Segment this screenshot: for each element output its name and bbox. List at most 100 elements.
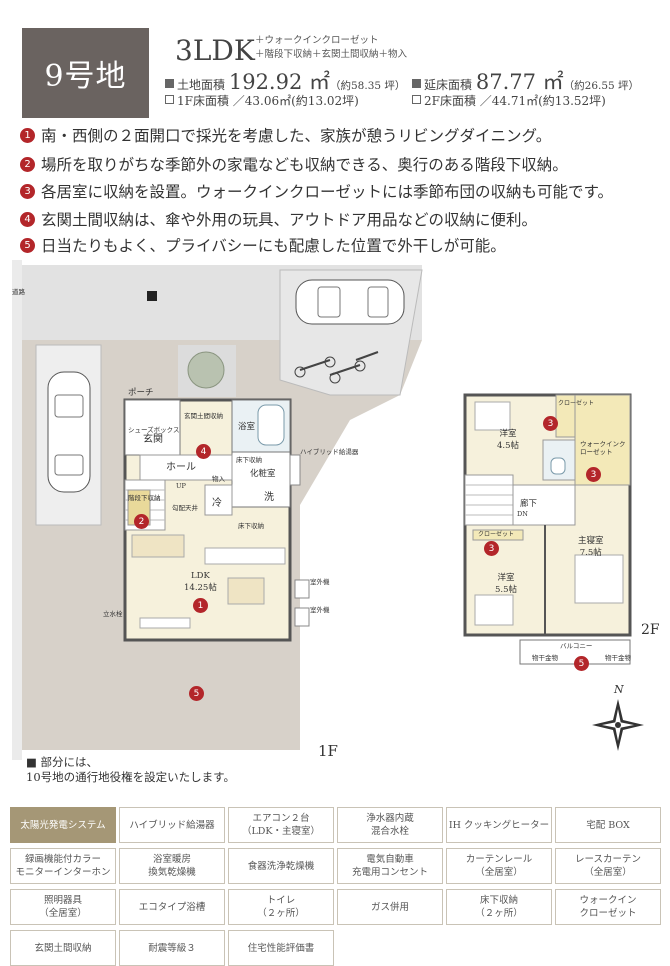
feature-cell: レースカーテン （全居室）	[555, 848, 661, 884]
faucet-label: 立水栓	[103, 610, 123, 618]
feature-cell: 耐震等級３	[119, 930, 225, 966]
marker-2: 2	[134, 514, 149, 529]
feature-cell: 電気自動車 充電用コンセント	[337, 848, 443, 884]
outdoor-unit-icon	[294, 579, 310, 599]
bed-icon	[574, 554, 624, 604]
car-left-icon	[47, 371, 91, 493]
kitchen-counter	[204, 547, 286, 565]
water-heater-icon	[289, 454, 301, 486]
entrance-storage-label: 玄関土間収納	[184, 412, 223, 420]
floor1-label: 1F	[318, 742, 338, 760]
shoes-box-label: シューズボックス	[128, 426, 179, 434]
feature-cell: 玄関土間収納	[10, 930, 116, 966]
feature-cell: 浄水器内蔵 混合水栓	[337, 807, 443, 843]
washroom-label: 化粧室	[250, 469, 276, 479]
feature-cell: ウォークイン クローゼット	[555, 889, 661, 925]
stairs-2f	[464, 474, 514, 526]
balcony-label: バルコニー	[560, 642, 593, 650]
tree-icon	[187, 351, 225, 389]
marker-4: 4	[196, 444, 211, 459]
closet-label: 物入	[212, 475, 225, 483]
closet-a	[555, 394, 576, 438]
feature-cell: 太陽光発電システム	[10, 807, 116, 843]
feature-cell: 食器洗浄乾燥機	[228, 848, 334, 884]
under-stair-label: 階段下収納	[128, 494, 161, 502]
marker-3a: 3	[543, 416, 558, 431]
outline-square-icon	[412, 95, 421, 104]
feature-cell: 宅配 BOX	[555, 807, 661, 843]
marker-3c: 3	[484, 541, 499, 556]
closet-b	[472, 529, 524, 541]
outdoor-unit-label-1: 室外機	[310, 578, 330, 586]
hanger-label-1: 物干金物	[532, 654, 558, 662]
total-floor-area: 延床面積 87.77 ㎡（約26.55 坪）	[412, 66, 639, 96]
wic-label: ウォークインクローゼット	[580, 440, 626, 456]
dn-label: DN	[517, 510, 528, 518]
feature-cell: 床下収納 （２ヶ所）	[446, 889, 552, 925]
lot-number: 9号地	[44, 59, 127, 94]
bed-icon	[474, 401, 511, 431]
compass-n: N	[614, 683, 624, 696]
fridge-area	[204, 484, 233, 516]
wash-label: 洗	[264, 492, 274, 503]
plan-type: 3LDK	[175, 34, 255, 67]
total-floor-value: 87.77 ㎡	[475, 70, 564, 94]
feature-cell: 録画機能付カラー モニターインターホン	[10, 848, 116, 884]
plan-extras: ＋ウォークインクローゼット ＋階段下収納＋玄関土間収納＋物入	[255, 34, 407, 62]
feature-cell: ガス併用	[337, 889, 443, 925]
marker-3b: 3	[586, 467, 601, 482]
feature-cell: トイレ （２ヶ所）	[228, 889, 334, 925]
feature-cell: エコタイプ浴槽	[119, 889, 225, 925]
up-label: UP	[176, 482, 186, 490]
feature-cell: IH クッキングヒーター	[446, 807, 552, 843]
washroom	[231, 451, 291, 508]
dining-table-icon	[227, 577, 265, 605]
porch-label: ポーチ	[128, 388, 154, 398]
marker-1: 1	[193, 598, 208, 613]
land-area-value: 192.92 ㎡	[228, 70, 330, 94]
plan-extra-2: ＋階段下収納＋玄関土間収納＋物入	[255, 49, 408, 60]
feature-cell: 照明器具 （全居室）	[10, 889, 116, 925]
floor2-plan	[463, 393, 632, 665]
corridor-2f	[512, 484, 576, 526]
filled-square-icon	[165, 79, 174, 88]
road-side	[12, 260, 22, 760]
outdoor-unit-label-2: 室外機	[310, 606, 330, 614]
entrance-label: 玄関	[143, 434, 163, 445]
bath-label: 浴室	[238, 422, 256, 432]
feature-cell: ハイブリッド給湯器	[119, 807, 225, 843]
easement-square-icon	[147, 291, 157, 301]
bed-icon	[474, 594, 514, 626]
hall	[139, 454, 233, 481]
floor2-label: 2F	[641, 622, 660, 638]
compass-icon	[592, 699, 644, 751]
marker-5-2f: 5	[574, 656, 589, 671]
sloped-ceiling-label: 勾配天井	[172, 504, 198, 512]
feature-grid: 太陽光発電システムハイブリッド給湯器エアコン２台 （LDK・主寝室）浄水器内蔵 …	[10, 807, 664, 966]
corridor-label: 廊下	[520, 499, 538, 509]
floor1-area: 1F床面積 ／43.06㎡(約13.02坪)	[165, 92, 359, 109]
hybrid-heater-label: ハイブリッド給湯器	[300, 448, 358, 456]
lot-number-badge: 9号地	[22, 28, 149, 118]
fridge-label: 冷	[212, 498, 222, 509]
wic-room	[574, 394, 631, 486]
floor2-area: 2F床面積 ／44.71㎡(約13.52坪)	[412, 92, 606, 109]
car-right-icon	[295, 279, 405, 325]
feature-cell: エアコン２台 （LDK・主寝室）	[228, 807, 334, 843]
underfloor-storage-label-1: 床下収納	[236, 456, 262, 464]
filled-square-icon	[412, 79, 421, 88]
ldk-label: LDK 14.25帖	[184, 571, 217, 593]
floor1-plan	[12, 260, 423, 760]
road-label: 道路	[12, 288, 25, 296]
hall-label: ホール	[166, 462, 196, 473]
land-area: 土地面積 192.92 ㎡（約58.35 坪）	[165, 66, 405, 96]
closet-b-label: クローゼット	[478, 531, 515, 538]
